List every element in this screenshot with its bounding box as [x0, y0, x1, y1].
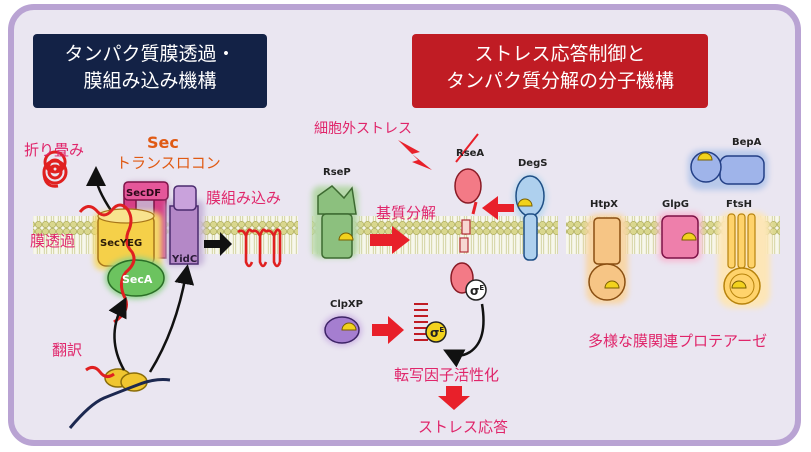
label-translation: 翻訳 [52, 341, 82, 359]
label-translocation: 膜透過 [30, 232, 75, 250]
label-substrate-degradation: 基質分解 [376, 204, 436, 222]
label-rsep: RseP [323, 167, 351, 178]
label-sigma-free: σE [430, 326, 444, 340]
label-sigma-bound: σE [470, 284, 484, 298]
arrow-rsep-to-rsea-icon [370, 226, 410, 254]
label-diverse-proteases: 多様な膜関連プロテアーゼ [588, 332, 767, 350]
ribosome-icon [104, 368, 148, 392]
sigma-factor-free-icon [425, 321, 447, 343]
label-folding: 折り畳み [24, 141, 84, 159]
label-degs: DegS [518, 158, 547, 169]
label-insertion: 膜組み込み [206, 189, 281, 207]
label-translocon: トランスロコン [116, 154, 221, 172]
sigma-superscript: E [479, 284, 484, 292]
inserted-protein-icon [237, 228, 282, 268]
nascent-chain-icon [85, 365, 115, 379]
ftsh-icon [718, 212, 770, 308]
arrow-to-yidc-icon [148, 264, 195, 373]
label-transcription-activation: 転写因子活性化 [394, 366, 499, 384]
stress-lightning-icon [398, 140, 432, 170]
sigma-symbol: σ [470, 284, 479, 298]
sigma-free-superscript: E [439, 326, 444, 334]
label-stress-response: ストレス応答 [418, 418, 508, 436]
translocating-chain-icon [78, 203, 136, 324]
label-seca: SecA [122, 273, 153, 286]
folded-protein-icon [42, 150, 68, 188]
rsea-icon [450, 168, 487, 301]
left-title-box: タンパク質膜透過・ 膜組み込み機構 [33, 34, 267, 108]
label-yidc: YidC [171, 254, 197, 265]
degs-icon [513, 174, 547, 261]
arrow-activation-icon [443, 303, 485, 368]
right-title-line-1: ストレス応答制御と [474, 43, 646, 65]
label-glpg: GlpG [662, 199, 689, 210]
right-title-line-2: タンパク質分解の分子機構 [445, 70, 674, 92]
label-bepa: BepA [732, 137, 762, 148]
left-title-line-1: タンパク質膜透過・ [64, 43, 236, 65]
red-link-line [455, 133, 479, 163]
arrow-to-seca-icon [108, 297, 127, 371]
left-title-line-2: 膜組み込み機構 [83, 70, 217, 92]
bepa-icon [688, 150, 768, 190]
insertion-arrow-icon [204, 232, 232, 256]
label-secdf: SecDF [126, 188, 161, 199]
right-title-box: ストレス応答制御と タンパク質分解の分子機構 [412, 34, 708, 108]
sigma-free-symbol: σ [430, 326, 439, 340]
yidc-icon [166, 185, 204, 266]
label-ftsh: FtsH [726, 199, 752, 210]
label-clpxp: ClpXP [330, 299, 363, 310]
glpg-icon [658, 212, 702, 262]
label-htpx: HtpX [590, 199, 618, 210]
arrow-stress-response-icon [438, 386, 470, 410]
curved-arrow-fold-icon [86, 166, 114, 213]
mrna-icon [68, 378, 171, 429]
htpx-icon [586, 214, 628, 304]
arrow-clpxp-icon [372, 316, 404, 344]
label-extracellular-stress: 細胞外ストレス [314, 121, 412, 137]
arrow-degs-to-rsea-icon [482, 196, 514, 220]
label-sec: Sec [147, 133, 179, 152]
label-rsea: RseA [456, 148, 484, 159]
rsep-icon [312, 185, 358, 259]
clpxp-icon [322, 314, 362, 346]
label-secyeg: SecYEG [100, 238, 142, 249]
